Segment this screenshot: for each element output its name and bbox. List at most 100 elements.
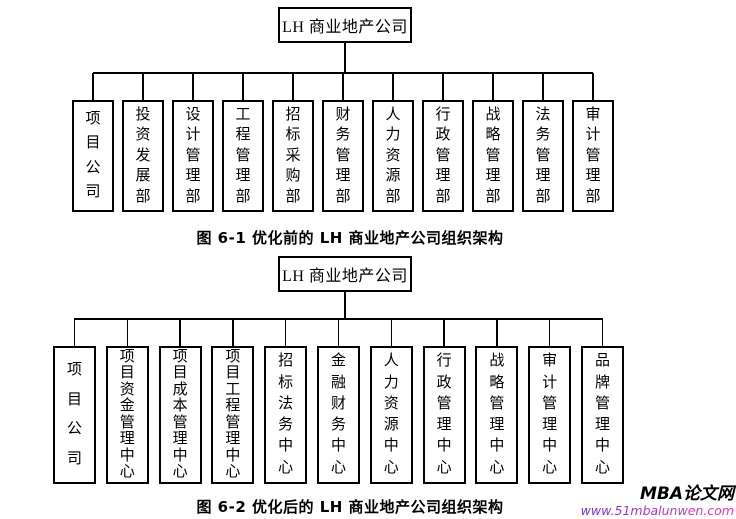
dept-column: 投资发展部 — [122, 73, 164, 212]
figure-caption-after: 图 6-2 优化后的 LH 商业地产公司组织架构 — [196, 498, 504, 516]
department-row: 项目公司 投资发展部 设计管理部 工程管理部 招标采购部 财务管理部 人力资源部… — [72, 73, 614, 212]
dept-column: 审计管理部 — [572, 73, 614, 212]
dept-label: 审计管理部 — [585, 106, 601, 205]
watermark-site-name: MBA论文网 — [639, 484, 734, 504]
dept-box: 行政管理中心 — [422, 346, 466, 484]
dept-column: 项目工程管理中心 — [211, 319, 255, 484]
root-company-label: LH 商业地产公司 — [282, 19, 408, 36]
dept-label: 招标法务中心 — [278, 353, 294, 476]
dept-box: 人力资源部 — [372, 100, 414, 212]
dept-column: 招标采购部 — [272, 73, 314, 212]
root-company-box: LH 商业地产公司 — [278, 256, 412, 292]
dept-box: 招标法务中心 — [264, 346, 308, 484]
dept-label: 招标采购部 — [285, 106, 301, 205]
dept-box: 金融财务中心 — [316, 346, 360, 484]
dept-box: 项目工程管理中心 — [211, 346, 255, 484]
dept-column: 法务管理部 — [522, 73, 564, 212]
dept-label: 财务管理部 — [335, 106, 351, 205]
connector-stem — [232, 319, 234, 346]
connector-root-stem — [344, 43, 346, 72]
watermark: MBA论文网 www.51mbalunwen.com — [580, 484, 734, 518]
dept-label: 品牌管理中心 — [594, 353, 610, 476]
connector-stem — [192, 73, 194, 100]
connector-stem — [392, 73, 394, 100]
connector-stem — [73, 319, 76, 346]
dept-box: 人力资源中心 — [369, 346, 413, 484]
connector-stem — [92, 73, 94, 100]
dept-box: 法务管理部 — [522, 100, 564, 212]
dept-column: 战略管理中心 — [475, 319, 519, 484]
connector-stem — [443, 319, 445, 346]
connector-stem — [548, 319, 551, 346]
dept-column: 行政管理部 — [422, 73, 464, 212]
dept-column: 工程管理部 — [222, 73, 264, 212]
dept-box: 设计管理部 — [172, 100, 214, 212]
dept-column: 品牌管理中心 — [580, 319, 624, 484]
connector-root-stem — [344, 292, 346, 318]
dept-label: 战略管理中心 — [489, 353, 505, 476]
root-company-box: LH 商业地产公司 — [278, 7, 412, 43]
dept-column: 项目公司 — [72, 73, 114, 212]
dept-box: 工程管理部 — [222, 100, 264, 212]
dept-box: 品牌管理中心 — [580, 346, 624, 484]
connector-stem — [284, 319, 287, 346]
dept-label: 设计管理部 — [185, 106, 201, 205]
dept-column: 设计管理部 — [172, 73, 214, 212]
department-row: 项目公司 项目资金管理中心 项目成本管理中心 项目工程管理中心 招标法务中心 金… — [53, 319, 624, 484]
connector-stem — [242, 73, 244, 100]
dept-box: 项目资金管理中心 — [105, 346, 149, 484]
connector-horizontal-line — [74, 318, 603, 320]
dept-column: 项目资金管理中心 — [105, 319, 149, 484]
dept-box: 投资发展部 — [122, 100, 164, 212]
dept-box: 项目公司 — [53, 346, 96, 484]
dept-label: 项目公司 — [66, 361, 82, 468]
dept-column: 行政管理中心 — [422, 319, 466, 484]
dept-column: 人力资源部 — [372, 73, 414, 212]
connector-horizontal-line — [93, 72, 593, 74]
dept-label: 法务管理部 — [535, 106, 551, 205]
dept-label: 战略管理部 — [485, 106, 501, 205]
connector-stem — [337, 319, 340, 346]
connector-stem — [292, 73, 294, 100]
connector-stem — [496, 319, 498, 346]
dept-box: 审计管理中心 — [528, 346, 572, 484]
dept-label: 投资发展部 — [135, 106, 151, 205]
connector-stem — [442, 73, 444, 100]
dept-column: 招标法务中心 — [264, 319, 308, 484]
dept-label: 行政管理中心 — [436, 353, 452, 476]
dept-column: 项目公司 — [53, 319, 96, 484]
dept-box: 战略管理中心 — [475, 346, 519, 484]
dept-label: 工程管理部 — [235, 106, 251, 205]
dept-column: 金融财务中心 — [316, 319, 360, 484]
dept-box: 战略管理部 — [472, 100, 514, 212]
dept-label: 项目公司 — [85, 110, 101, 201]
dept-column: 人力资源中心 — [369, 319, 413, 484]
dept-box: 行政管理部 — [422, 100, 464, 212]
connector-stem — [126, 319, 129, 346]
root-company-label: LH 商业地产公司 — [282, 268, 408, 285]
dept-column: 财务管理部 — [322, 73, 364, 212]
connector-stem — [601, 319, 604, 346]
dept-label: 金融财务中心 — [330, 353, 346, 476]
dept-box: 审计管理部 — [572, 100, 614, 212]
watermark-site-url: www.51mbalunwen.com — [580, 502, 734, 518]
dept-column: 审计管理中心 — [528, 319, 572, 484]
dept-label: 审计管理中心 — [542, 353, 558, 476]
connector-stem — [390, 319, 393, 346]
dept-label: 项目成本管理中心 — [172, 348, 188, 481]
dept-column: 项目成本管理中心 — [158, 319, 202, 484]
connector-stem — [342, 73, 344, 100]
connector-stem — [492, 73, 494, 100]
connector-stem — [142, 73, 144, 100]
dept-label: 人力资源中心 — [383, 353, 399, 476]
figure-caption-before: 图 6-1 优化前的 LH 商业地产公司组织架构 — [196, 229, 504, 247]
connector-stem — [592, 73, 594, 100]
dept-label: 项目资金管理中心 — [119, 348, 135, 481]
connector-stem — [542, 73, 544, 100]
dept-column: 战略管理部 — [472, 73, 514, 212]
dept-label: 项目工程管理中心 — [225, 348, 241, 481]
dept-label: 行政管理部 — [435, 106, 451, 205]
dept-box: 招标采购部 — [272, 100, 314, 212]
dept-box: 财务管理部 — [322, 100, 364, 212]
